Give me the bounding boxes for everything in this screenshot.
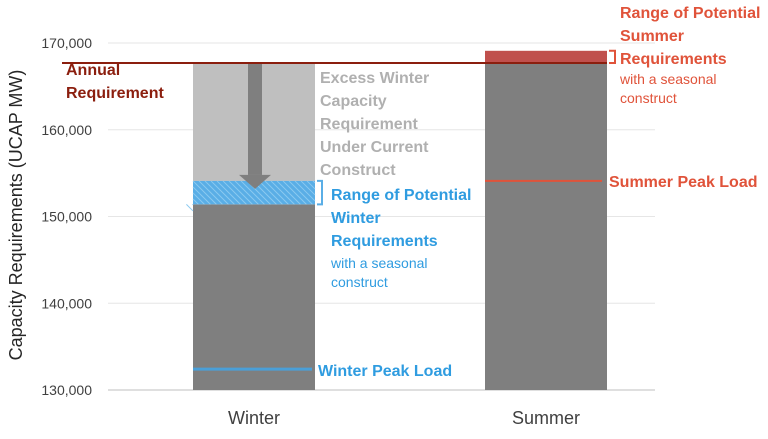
summer-range-bracket (609, 49, 616, 64)
category-label: Summer (512, 408, 580, 428)
winter-range-hatch (222, 180, 247, 205)
downward-arrow-shaft (248, 62, 262, 175)
annual-requirement-label: Requirement (66, 85, 164, 102)
winter-range-hatch (192, 180, 217, 205)
y-tick-label: 150,000 (41, 209, 92, 225)
category-label: Winter (228, 408, 280, 428)
winter-range-hatch (258, 180, 283, 205)
winter-range-label: Winter (331, 210, 381, 227)
excess-winter-label: Excess Winter (320, 70, 429, 87)
excess-winter-label: Requirement (320, 116, 418, 133)
y-tick-label: 160,000 (41, 122, 92, 138)
excess-winter-label: Capacity (320, 93, 387, 110)
winter-range-hatch (240, 180, 265, 205)
winter-range-hatch (288, 180, 313, 205)
winter-peak-label: Winter Peak Load (318, 363, 452, 380)
winter-range-hatch (306, 180, 316, 190)
summer-range-label: Requirements (620, 51, 727, 68)
downward-arrow-head (239, 174, 271, 189)
summer-range-sub-label: with a seasonal (619, 71, 717, 87)
winter-range-hatch (228, 180, 253, 205)
winter-range-hatch (192, 204, 194, 206)
winter-range-hatch (264, 180, 289, 205)
winter-range-hatch (198, 180, 223, 205)
winter-range-hatch (270, 180, 295, 205)
winter-range-hatch (300, 180, 316, 196)
winter-range-label: Range of Potential (331, 187, 471, 204)
winter-range-sub-label: construct (331, 274, 388, 290)
y-tick-label: 140,000 (41, 295, 92, 311)
winter-range-hatch (192, 186, 211, 205)
winter-range-hatch (234, 180, 259, 205)
category-labels: Winter Summer (228, 408, 580, 428)
excess-winter-label: Construct (320, 162, 396, 179)
winter-range-hatch (204, 180, 229, 205)
winter-range-sub-label: with a seasonal (330, 255, 428, 271)
y-tick-label: 130,000 (41, 382, 92, 398)
summer-range-sub-label: construct (620, 90, 677, 106)
winter-base-bar (193, 204, 315, 390)
y-axis-label: Capacity Requirements (UCAP MW) (6, 70, 26, 361)
winter-range-hatch (192, 192, 205, 205)
summer-range-label: Summer (620, 28, 684, 45)
reference-lines (62, 49, 616, 371)
winter-range-bracket (317, 179, 323, 206)
winter-range-hatch (210, 180, 235, 205)
summer-range-label: Range of Potential (620, 5, 760, 22)
y-tick-label: 170,000 (41, 35, 92, 51)
summer-peak-label: Summer Peak Load (609, 174, 758, 191)
winter-range-hatch (312, 180, 316, 184)
winter-range-hatch (276, 180, 301, 205)
summer-base-bar (485, 62, 607, 390)
summer-range-segment (485, 50, 607, 63)
winter-range-hatch (186, 204, 194, 212)
excess-winter-label: Under Current (320, 139, 429, 156)
winter-range-hatch (294, 180, 316, 202)
y-ticks: 130,000 140,000 150,000 160,000 170,000 (41, 35, 92, 398)
winter-range-hatch (282, 180, 307, 205)
winter-range-label: Requirements (331, 233, 438, 250)
winter-range-hatch (216, 180, 241, 205)
winter-range-hatch (192, 198, 199, 205)
annual-requirement-label: Annual (66, 62, 120, 79)
